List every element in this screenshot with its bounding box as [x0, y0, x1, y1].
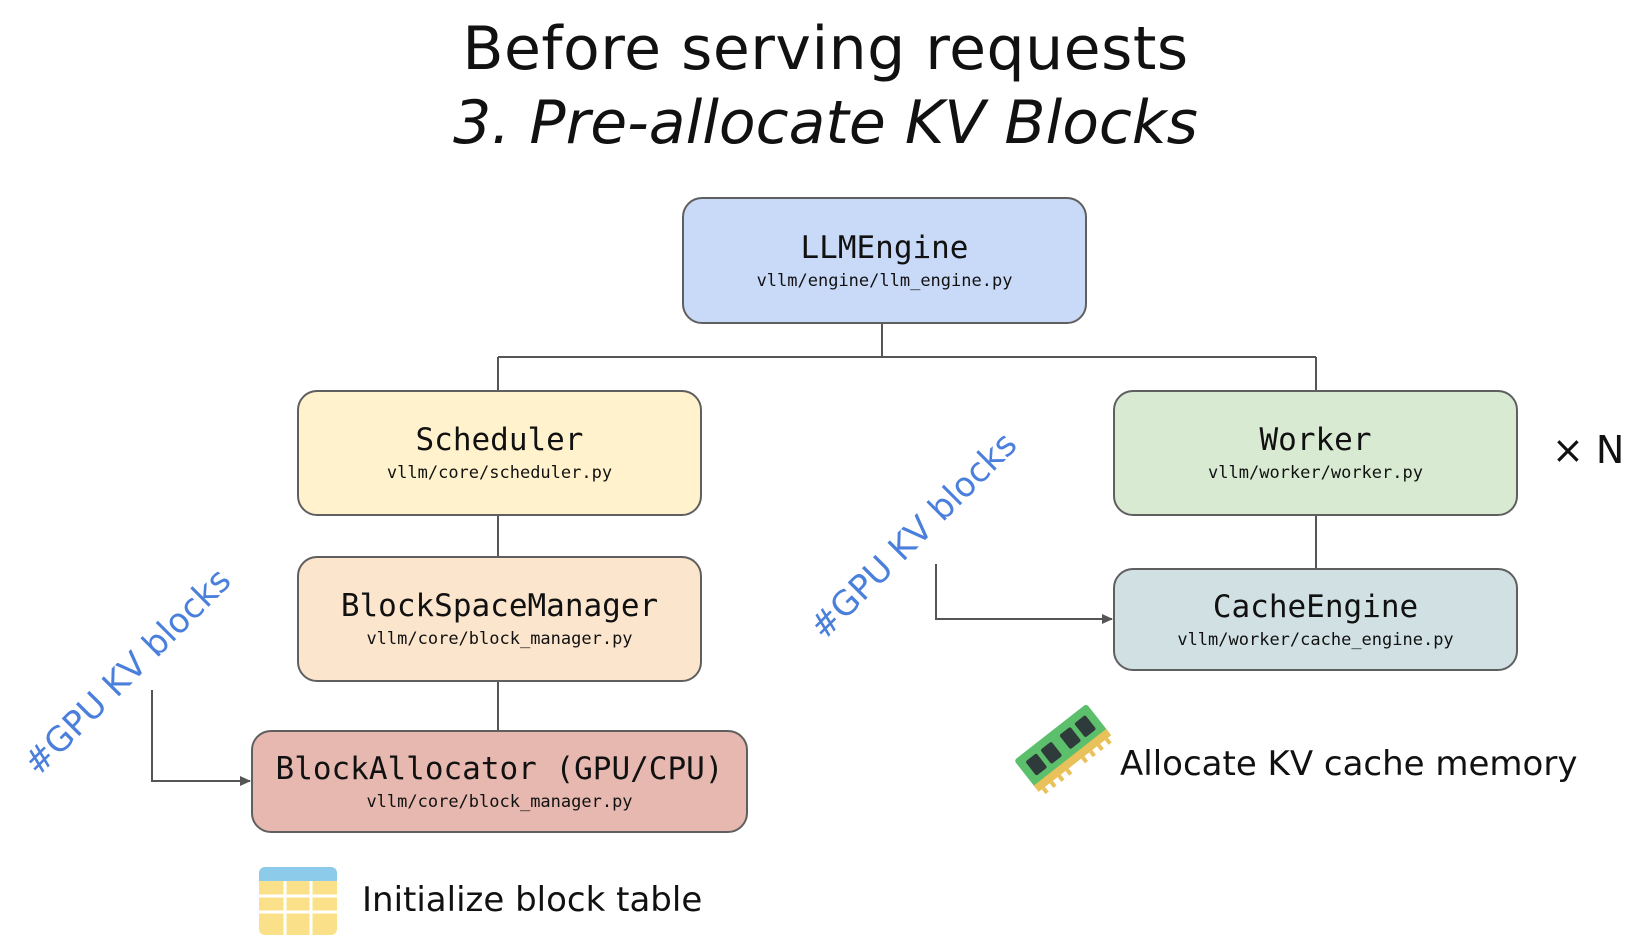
block-allocator-name: BlockAllocator (GPU/CPU) [275, 750, 724, 787]
table-icon [259, 867, 337, 935]
title-line-1: Before serving requests [462, 14, 1189, 84]
scheduler-path: vllm/core/scheduler.py [386, 463, 613, 483]
block-space-manager-name: BlockSpaceManager [340, 588, 659, 624]
block-allocator-box: BlockAllocator (GPU/CPU) vllm/core/block… [251, 730, 748, 833]
block-allocator-path: vllm/core/block_manager.py [366, 791, 633, 812]
left-annotation-arrow [151, 690, 251, 786]
block-table-caption: Initialize block table [362, 880, 703, 920]
memory-ram-icon [1015, 704, 1112, 795]
cache-engine-box: CacheEngine vllm/worker/cache_engine.py [1113, 568, 1518, 671]
right-annotation-arrow [935, 564, 1113, 624]
block-space-manager-box: BlockSpaceManager vllm/core/block_manage… [297, 556, 702, 682]
worker-name: Worker [1259, 422, 1372, 458]
worker-box: Worker vllm/worker/worker.py [1113, 390, 1518, 516]
scheduler-name: Scheduler [415, 422, 584, 458]
llm-engine-path: vllm/engine/llm_engine.py [756, 270, 1013, 291]
llm-engine-box: LLMEngine vllm/engine/llm_engine.py [682, 197, 1087, 324]
block-space-manager-path: vllm/core/block_manager.py [366, 629, 633, 649]
kv-memory-caption: Allocate KV cache memory [1120, 744, 1578, 784]
title-line-2: 3. Pre-allocate KV Blocks [453, 88, 1198, 158]
scheduler-box: Scheduler vllm/core/scheduler.py [297, 390, 702, 516]
worker-multiplier: × N [1552, 428, 1625, 472]
cache-engine-path: vllm/worker/cache_engine.py [1177, 629, 1454, 650]
worker-path: vllm/worker/worker.py [1208, 463, 1423, 483]
cache-engine-name: CacheEngine [1212, 588, 1419, 625]
llm-engine-name: LLMEngine [800, 229, 969, 266]
